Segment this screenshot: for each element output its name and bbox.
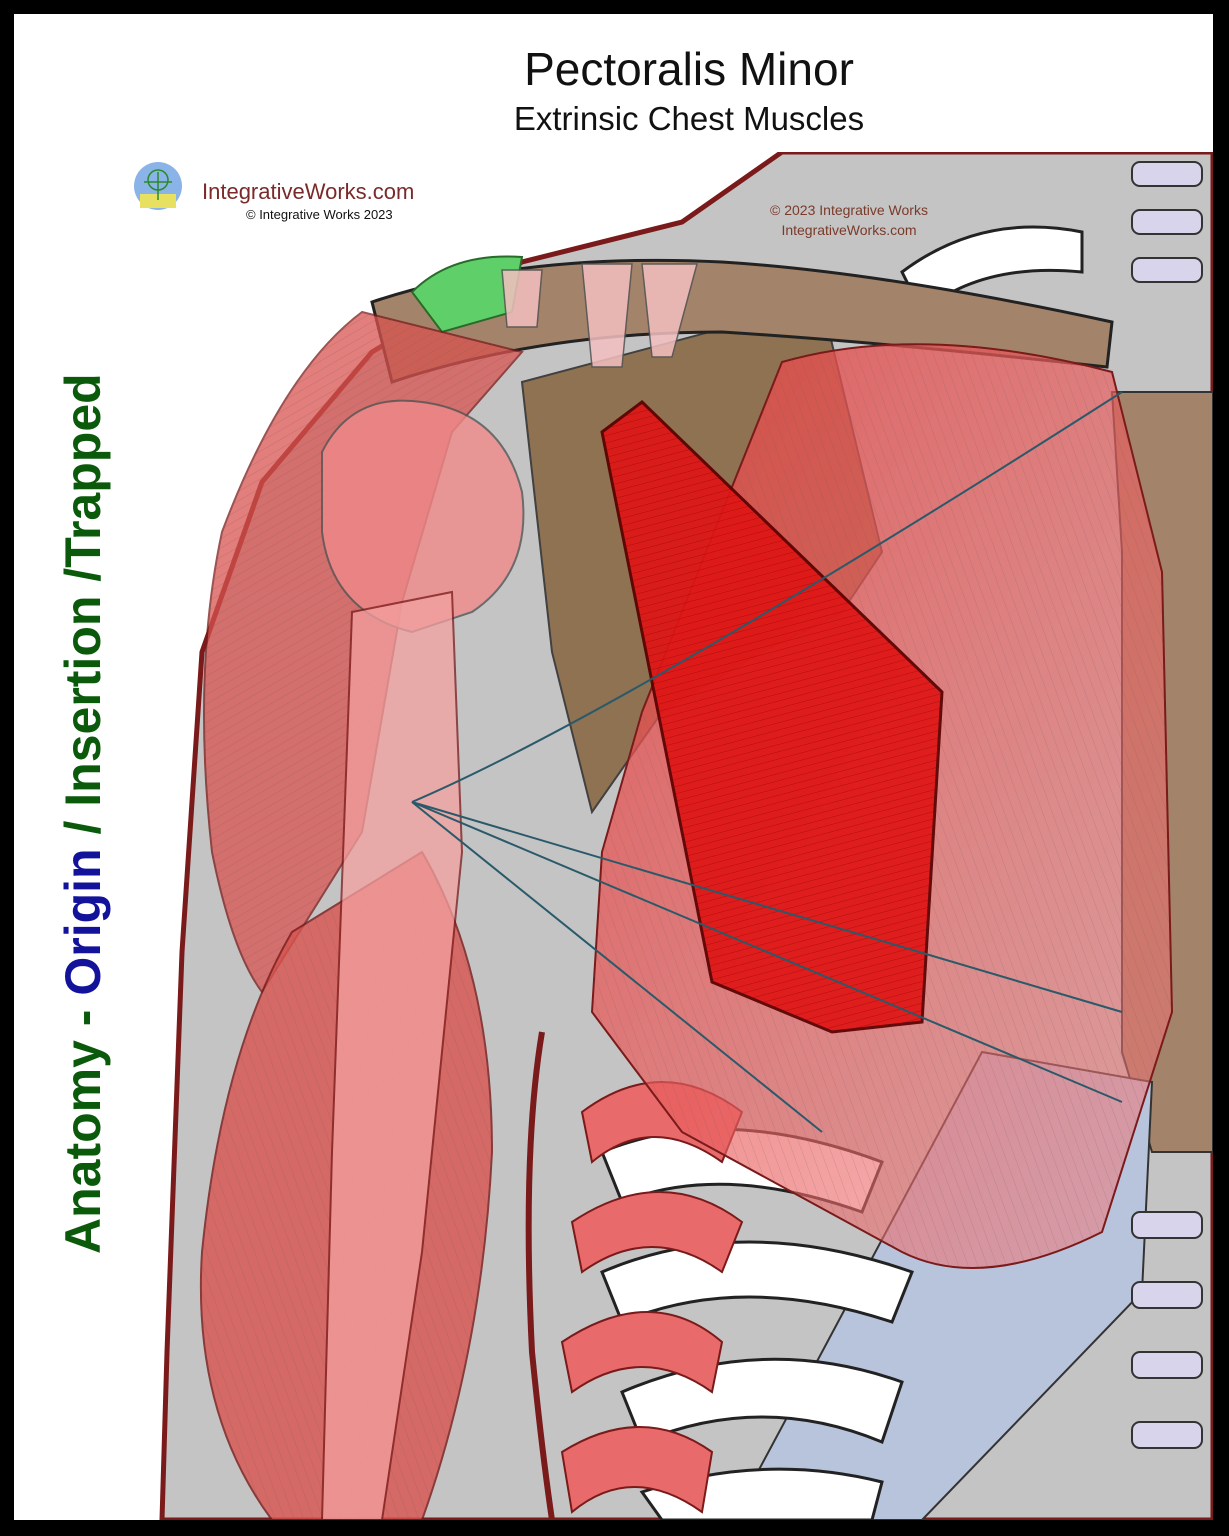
watermark: © 2023 Integrative Works IntegrativeWork… bbox=[734, 200, 964, 240]
pectoralis-minor-fibers bbox=[602, 402, 942, 1032]
side-label-trapped: /Trapped bbox=[55, 373, 111, 596]
side-label-separator: / bbox=[55, 806, 111, 849]
watermark-line2: IntegrativeWorks.com bbox=[781, 222, 917, 238]
page-subtitle: Extrinsic Chest Muscles bbox=[513, 100, 865, 137]
poster-frame: Pectoralis Minor Extrinsic Chest Muscles… bbox=[14, 14, 1213, 1520]
side-label-anatomy: Anatomy - bbox=[55, 995, 111, 1254]
vertebrae bbox=[1131, 161, 1203, 1449]
coracoid-tendons bbox=[501, 263, 698, 368]
anatomy-illustration bbox=[122, 152, 1213, 1520]
insertion-patch bbox=[410, 255, 524, 334]
site-name: IntegrativeWorks.com bbox=[202, 179, 415, 204]
side-label: Anatomy - Origin / Insertion /Trapped bbox=[54, 373, 112, 1254]
watermark-line1: © 2023 Integrative Works bbox=[770, 202, 928, 218]
side-label-origin: Origin bbox=[55, 848, 111, 996]
arm-outline bbox=[525, 1031, 555, 1520]
logo-badge bbox=[134, 162, 182, 210]
humerus-head bbox=[321, 399, 525, 634]
site-copyright: © Integrative Works 2023 bbox=[246, 207, 393, 222]
serratus-anterior bbox=[560, 1081, 744, 1514]
axillary-lines bbox=[411, 391, 1123, 1133]
side-label-insertion: Insertion bbox=[55, 595, 111, 807]
coracobrachialis bbox=[320, 590, 464, 1520]
page-title: Pectoralis Minor bbox=[524, 43, 854, 95]
